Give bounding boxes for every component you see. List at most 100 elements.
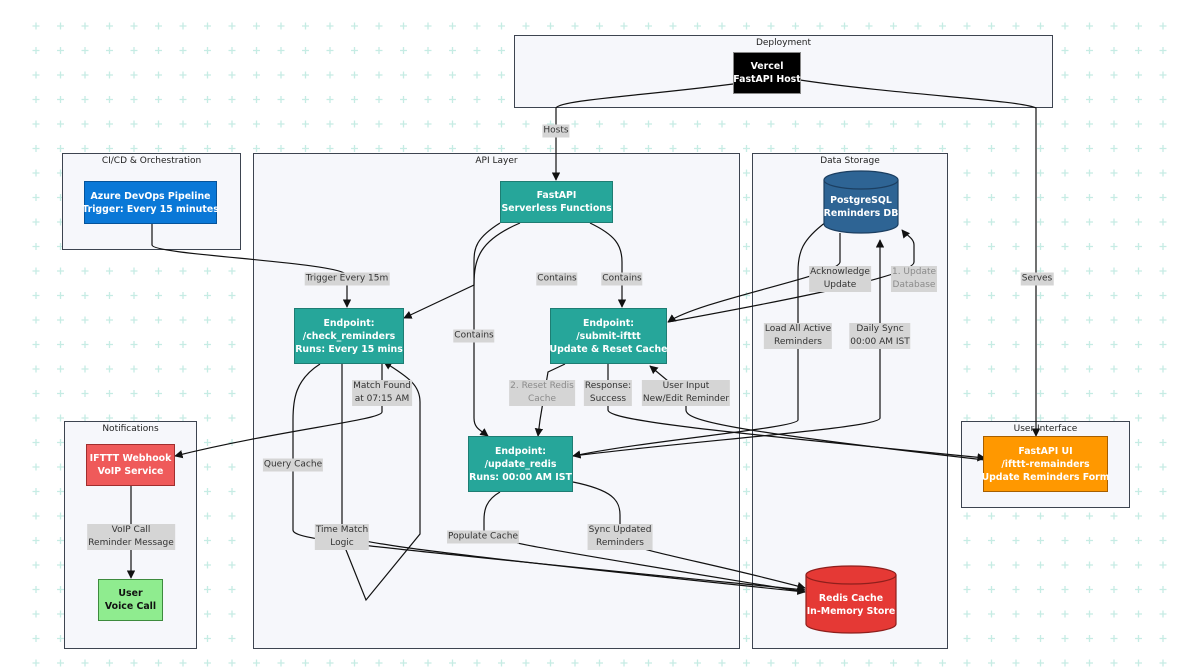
match-found-line-1: Match Found	[353, 381, 411, 391]
user-line-1: User	[118, 588, 143, 599]
reset-redis-line-1: 2. Reset Redis	[510, 381, 574, 391]
edge-label-response: Response: Success	[583, 380, 633, 406]
ifttt-line-1: IFTTT Webhook	[89, 453, 172, 464]
edge-vercel-ui	[799, 79, 1041, 437]
api-layer-cluster-title: API Layer	[475, 156, 518, 166]
edge-label-acknowledge-update: Acknowledge Update	[809, 266, 871, 292]
postgres-line-1: PostgreSQL	[830, 195, 892, 206]
update-redis-node[interactable]: Endpoint: /update_redis Runs: 00:00 AM I…	[468, 436, 573, 492]
edge-submit-pg	[667, 229, 915, 323]
time-match-line-1: Time Match	[315, 525, 369, 535]
edge-label-voip-call: VoIP Call Reminder Message	[87, 524, 175, 550]
check-reminders-node[interactable]: Endpoint: /check_reminders Runs: Every 1…	[294, 308, 404, 364]
fastapi-ui-line-2: /ifttt-remainders	[1001, 458, 1090, 470]
fastapi-ui-node[interactable]: FastAPI UI /ifttt-remainders Update Remi…	[981, 436, 1110, 492]
ack-line-2: Update	[823, 280, 857, 290]
reset-redis-line-2: Cache	[528, 394, 556, 404]
response-line-1: Response:	[584, 381, 632, 391]
populate-text: Populate Cache	[448, 531, 518, 542]
contains-submit-text: Contains	[602, 273, 642, 284]
redis-line-1: Redis Cache	[818, 593, 884, 604]
edge-label-serves: Serves	[1020, 272, 1054, 286]
postgres-cylinder[interactable]	[823, 170, 899, 234]
response-line-2: Success	[589, 394, 627, 404]
voip-line-1: VoIP Call	[111, 525, 151, 535]
ifttt-line-2: VoIP Service	[97, 466, 164, 477]
fastapi-ui-line-3: Update Reminders Form	[981, 471, 1110, 483]
match-found-line-2: at 07:15 AM	[354, 394, 410, 404]
check-line-2: /check_reminders	[302, 330, 396, 342]
azure-pipeline-node[interactable]: Azure DevOps Pipeline Trigger: Every 15 …	[82, 181, 219, 224]
edge-label-trigger: Trigger Every 15m	[304, 272, 390, 286]
user-input-line-1: User Input	[662, 381, 710, 391]
edge-check-ifttt	[174, 364, 383, 459]
redis-label: Redis Cache In-Memory Store	[806, 588, 896, 622]
edge-label-daily-sync: Daily Sync 00:00 AM IST	[849, 323, 911, 349]
edge-label-reset-redis: 2. Reset Redis Cache	[509, 380, 575, 406]
edge-label-contains-submit: Contains	[601, 272, 643, 286]
serves-text: Serves	[1021, 273, 1053, 284]
edge-label-user-input: User Input New/Edit Reminder	[641, 380, 731, 406]
redis-cylinder[interactable]	[805, 565, 897, 634]
edge-label-hosts: Hosts	[542, 124, 570, 138]
daily-sync-line-1: Daily Sync	[856, 324, 904, 334]
contains-update-text: Contains	[454, 330, 494, 341]
user-interface-cluster-title: User Interface	[1013, 424, 1078, 434]
time-match-line-2: Logic	[330, 538, 354, 548]
edge-label-load-all: Load All Active Reminders	[763, 323, 833, 349]
ifttt-webhook-node[interactable]: IFTTT Webhook VoIP Service	[86, 444, 175, 486]
trigger-text: Trigger Every 15m	[305, 273, 389, 284]
fastapi-line-2: Serverless Functions	[501, 203, 612, 214]
edge-label-time-match: Time Match Logic	[314, 524, 370, 550]
sync-updated-line-1: Sync Updated	[588, 525, 652, 535]
edge-ui-submit	[649, 365, 986, 461]
update-db-line-1: 1. Update	[891, 267, 937, 277]
edge-vercel-fastapi	[551, 83, 734, 181]
edge-fastapi-check	[403, 222, 521, 319]
fastapi-node[interactable]: FastAPI Serverless Functions	[500, 181, 613, 223]
submit-line-1: Endpoint:	[582, 317, 635, 329]
cicd-cluster-title: CI/CD & Orchestration	[101, 156, 202, 166]
edge-label-sync-updated: Sync Updated Reminders	[587, 524, 653, 550]
vercel-line-1: Vercel	[750, 61, 784, 72]
update-db-line-2: Database	[892, 280, 936, 290]
fastapi-line-1: FastAPI	[536, 190, 577, 201]
check-line-1: Endpoint:	[323, 317, 375, 329]
notifications-cluster-title: Notifications	[102, 424, 159, 434]
vercel-node[interactable]: Vercel FastAPI Host	[733, 52, 801, 94]
update-line-1: Endpoint:	[494, 445, 547, 457]
deployment-cluster-title: Deployment	[755, 38, 812, 48]
user-voice-call-node[interactable]: User Voice Call	[98, 579, 163, 621]
load-all-line-2: Reminders	[774, 337, 822, 347]
edge-label-query-cache: Query Cache	[262, 458, 324, 472]
postgres-line-2: Reminders DB	[823, 208, 899, 219]
voip-line-2: Reminder Message	[88, 538, 174, 548]
edge-update-pg	[572, 239, 885, 457]
edge-azure-check	[151, 224, 352, 308]
edge-label-populate-cache: Populate Cache	[447, 530, 519, 544]
user-line-2: Voice Call	[104, 601, 157, 612]
submit-ifttt-node[interactable]: Endpoint: /submit-ifttt Update & Reset C…	[550, 308, 667, 364]
query-cache-text: Query Cache	[263, 459, 323, 470]
azure-line-1: Azure DevOps Pipeline	[90, 190, 211, 202]
edge-label-match-found: Match Found at 07:15 AM	[352, 380, 412, 406]
vercel-line-2: FastAPI Host	[733, 74, 801, 85]
submit-line-3: Update & Reset Cache	[549, 343, 668, 355]
fastapi-ui-line-1: FastAPI UI	[1018, 445, 1073, 457]
edge-label-contains-update: Contains	[453, 329, 495, 343]
postgres-label: PostgreSQL Reminders DB	[823, 190, 899, 224]
update-line-3: Runs: 00:00 AM IST	[469, 471, 572, 483]
hosts-text: Hosts	[543, 125, 569, 136]
load-all-line-1: Load All Active	[764, 324, 832, 334]
redis-line-2: In-Memory Store	[806, 606, 896, 617]
update-line-2: /update_redis	[484, 458, 557, 470]
ack-line-1: Acknowledge	[810, 267, 870, 277]
edge-fastapi-submit	[589, 222, 627, 308]
edge-label-contains-check: Contains	[536, 272, 578, 286]
check-line-3: Runs: Every 15 mins	[295, 343, 403, 355]
edge-pg-submit	[667, 233, 841, 323]
azure-line-2: Trigger: Every 15 minutes	[82, 203, 219, 215]
user-input-line-2: New/Edit Reminder	[642, 394, 730, 404]
sync-updated-line-2: Reminders	[595, 538, 644, 548]
edge-timematch-loop	[341, 361, 421, 602]
